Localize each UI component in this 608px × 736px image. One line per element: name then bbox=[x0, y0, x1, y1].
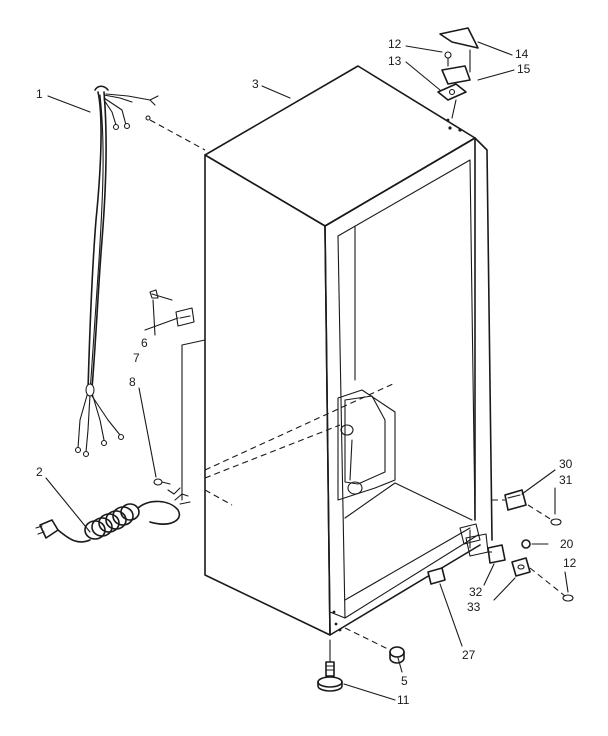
cord-clamp-and-screw bbox=[149, 289, 206, 501]
part-label-1: 1 bbox=[36, 87, 43, 101]
part-label-20: 20 bbox=[560, 537, 574, 551]
lower-hinge-parts bbox=[427, 489, 574, 602]
part-label-6: 6 bbox=[141, 336, 148, 350]
part-label-7: 7 bbox=[133, 351, 140, 365]
part-label-13: 13 bbox=[388, 54, 402, 68]
part-label-12-bottom: 12 bbox=[563, 556, 577, 570]
top-hinge-assembly bbox=[437, 27, 479, 119]
part-label-14: 14 bbox=[515, 47, 529, 61]
wiring-harness bbox=[74, 85, 159, 458]
part-label-11: 11 bbox=[397, 693, 410, 707]
part-label-30: 30 bbox=[559, 457, 573, 471]
part-label-12-top: 12 bbox=[388, 37, 402, 51]
part-label-15: 15 bbox=[517, 62, 531, 76]
part-label-31: 31 bbox=[559, 473, 573, 487]
leader-lines bbox=[45, 41, 569, 701]
cabinet bbox=[204, 65, 493, 636]
leveling-leg-and-roller bbox=[317, 639, 405, 692]
power-cord bbox=[35, 493, 191, 543]
part-label-33: 33 bbox=[467, 600, 481, 614]
part-label-5: 5 bbox=[401, 674, 408, 688]
part-label-2: 2 bbox=[36, 465, 43, 479]
part-label-32: 32 bbox=[469, 585, 483, 599]
part-label-27: 27 bbox=[462, 648, 476, 662]
part-label-8: 8 bbox=[129, 375, 136, 389]
part-label-3: 3 bbox=[252, 77, 259, 91]
